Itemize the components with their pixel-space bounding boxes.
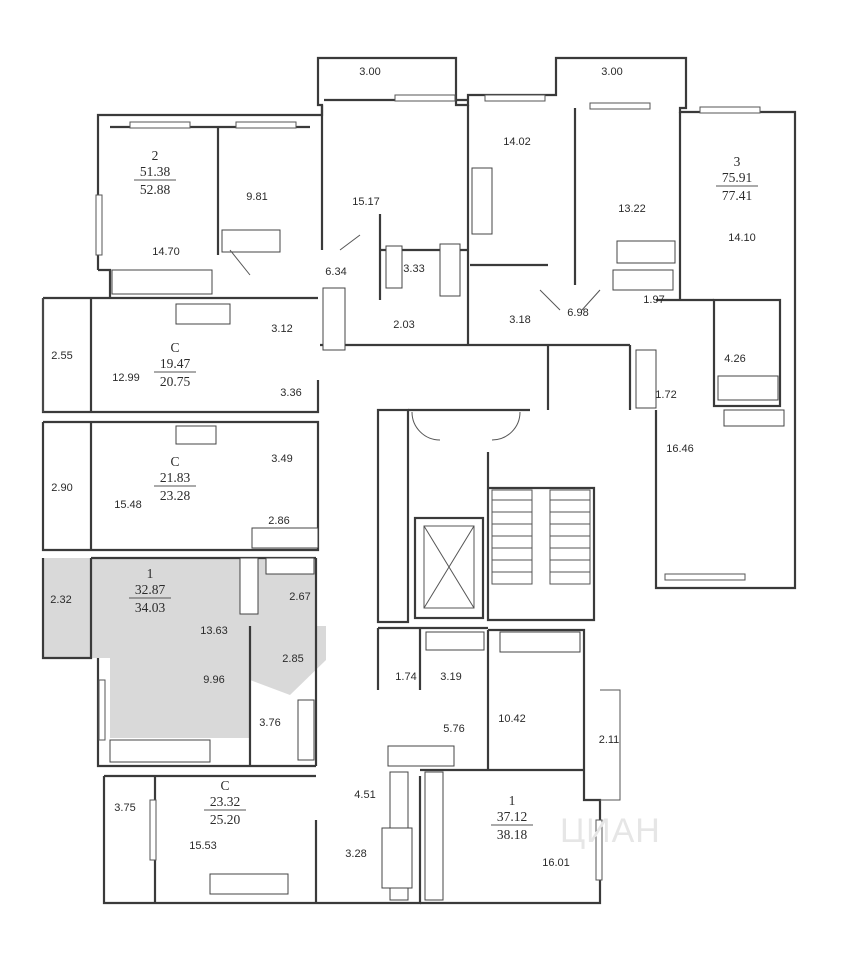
apartment-living-area: 23.32 — [210, 794, 240, 809]
room-area: 2.67 — [289, 591, 310, 603]
room-area: 3.28 — [345, 848, 366, 860]
room-area: 3.12 — [271, 323, 292, 335]
apartment-living-area: 21.83 — [160, 470, 191, 485]
room-area: 2.85 — [282, 653, 303, 665]
apartment-label-1b: 1 37.12 38.18 — [491, 793, 533, 842]
room-area: 15.53 — [189, 840, 217, 852]
room-area: 4.51 — [354, 789, 375, 801]
room-area: 2.90 — [51, 482, 72, 494]
room-area: 2.11 — [599, 734, 620, 746]
apartment-living-area: 32.87 — [135, 582, 166, 597]
apartment-type: 2 — [152, 148, 159, 163]
apartment-type: С — [220, 778, 229, 793]
apartment-living-area: 19.47 — [160, 356, 191, 371]
apartment-label-c3: С 23.32 25.20 — [204, 778, 246, 827]
apartment-total-area: 52.88 — [140, 182, 171, 197]
room-area: 16.46 — [666, 443, 694, 455]
apartment-total-area: 23.28 — [160, 488, 191, 503]
staircase — [491, 489, 591, 585]
room-area: 10.42 — [498, 713, 526, 725]
room-area: 13.22 — [618, 203, 646, 215]
room-area: 2.55 — [51, 350, 72, 362]
room-area: 16.01 — [542, 857, 570, 869]
watermark: ЦИАН — [560, 812, 661, 850]
lift-shaft — [423, 525, 475, 609]
room-area: 6.34 — [325, 266, 346, 278]
room-area: 6.98 — [567, 307, 588, 319]
room-area: 5.76 — [443, 723, 464, 735]
apartment-living-area: 51.38 — [140, 164, 171, 179]
room-area: 15.48 — [114, 499, 142, 511]
apartment-living-area: 75.91 — [722, 170, 752, 185]
room-area: 1.97 — [643, 294, 664, 306]
apartment-label-1a: 1 32.87 34.03 — [129, 566, 171, 615]
room-area: 13.63 — [200, 625, 228, 637]
apartment-type: 1 — [509, 793, 516, 808]
apartment-label-3: 3 75.91 77.41 — [716, 154, 758, 203]
apartment-living-area: 37.12 — [497, 809, 527, 824]
apartment-type: 1 — [147, 566, 154, 581]
room-area: 3.75 — [114, 802, 135, 814]
apartment-type: С — [170, 340, 179, 355]
room-area: 3.36 — [280, 387, 301, 399]
room-area: 9.81 — [246, 191, 267, 203]
room-labels: 3.00 3.00 14.02 9.81 15.17 13.22 14.70 1… — [50, 66, 755, 869]
apartment-label-c2: С 21.83 23.28 — [154, 454, 196, 503]
room-area: 3.00 — [359, 66, 380, 78]
room-area: 2.32 — [50, 594, 71, 606]
apartment-total-area: 34.03 — [135, 600, 166, 615]
room-area: 3.49 — [271, 453, 292, 465]
apartment-label-c1: С 19.47 20.75 — [154, 340, 196, 389]
room-area: 14.02 — [503, 136, 531, 148]
room-area: 3.00 — [601, 66, 622, 78]
room-area: 3.33 — [403, 263, 424, 275]
apartment-total-area: 77.41 — [722, 188, 752, 203]
room-area: 14.10 — [728, 232, 756, 244]
balconies — [42, 298, 621, 801]
apartment-label-2: 2 51.38 52.88 — [134, 148, 176, 197]
room-area: 15.17 — [352, 196, 380, 208]
apartment-type: С — [170, 454, 179, 469]
apartment-total-area: 38.18 — [497, 827, 528, 842]
room-area: 4.26 — [724, 353, 745, 365]
room-area: 1.72 — [655, 389, 676, 401]
room-area: 2.86 — [268, 515, 289, 527]
highlighted-apartment-area — [43, 558, 326, 738]
windows — [95, 94, 761, 881]
room-area: 3.76 — [259, 717, 280, 729]
apartment-total-area: 20.75 — [160, 374, 191, 389]
room-area: 2.03 — [393, 319, 414, 331]
room-area: 14.70 — [152, 246, 180, 258]
doors — [229, 234, 601, 441]
room-area: 9.96 — [203, 674, 224, 686]
fixtures — [109, 167, 779, 895]
room-area: 3.18 — [509, 314, 530, 326]
room-area: 1.74 — [395, 671, 416, 683]
room-area: 3.19 — [440, 671, 461, 683]
apartment-type: 3 — [734, 154, 741, 169]
room-area: 12.99 — [112, 372, 140, 384]
apartment-total-area: 25.20 — [210, 812, 241, 827]
